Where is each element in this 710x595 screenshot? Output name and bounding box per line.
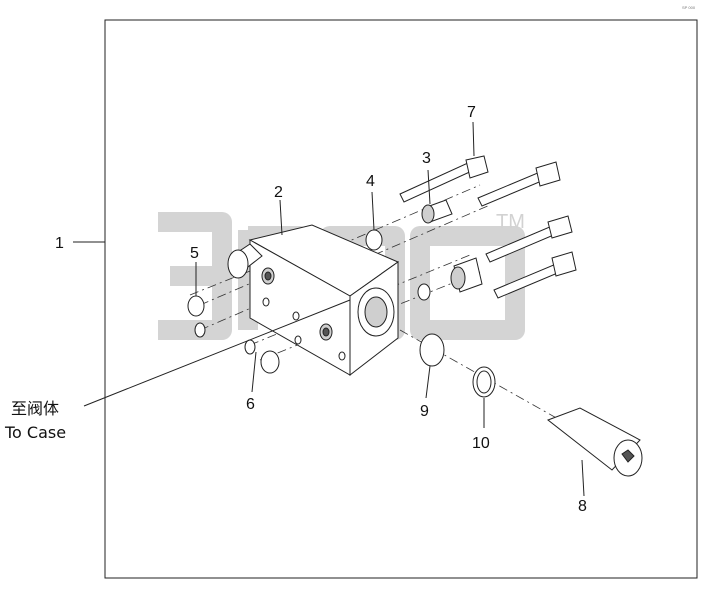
bolt-7c xyxy=(485,215,573,263)
plug-8 xyxy=(546,407,643,477)
callout-8: 8 xyxy=(578,498,587,515)
callout-4: 4 xyxy=(366,173,375,190)
bolt-7d xyxy=(493,251,577,299)
fitting-3 xyxy=(421,199,453,224)
o-ring-6b xyxy=(244,339,256,355)
o-ring-9 xyxy=(419,333,445,367)
callout-9: 9 xyxy=(420,403,429,420)
o-ring-small xyxy=(417,283,431,301)
fitting-3b xyxy=(450,257,483,293)
callout-6: 6 xyxy=(246,396,255,413)
o-ring-5 xyxy=(187,295,205,317)
callout-5: 5 xyxy=(190,245,199,262)
valve-block xyxy=(227,224,400,377)
bolt-7 xyxy=(399,155,489,203)
diagram-frame xyxy=(104,19,698,579)
watermark-tm: TM xyxy=(496,211,525,233)
callout-10: 10 xyxy=(472,435,490,452)
bolt-7b xyxy=(477,161,561,207)
caption-english: To Case xyxy=(4,423,66,442)
callout-2: 2 xyxy=(274,184,283,201)
o-ring-4 xyxy=(365,229,383,251)
callout-7: 7 xyxy=(467,104,476,121)
callout-1: 1 xyxy=(55,235,64,252)
callout-3: 3 xyxy=(422,150,431,167)
caption-chinese: 至阀体 xyxy=(11,399,59,418)
o-ring-5b xyxy=(194,322,206,338)
corner-mark: SP 000 xyxy=(682,5,696,10)
seal-ring-10 xyxy=(472,366,496,398)
o-ring-6 xyxy=(260,350,280,374)
leader-lines xyxy=(83,121,585,497)
